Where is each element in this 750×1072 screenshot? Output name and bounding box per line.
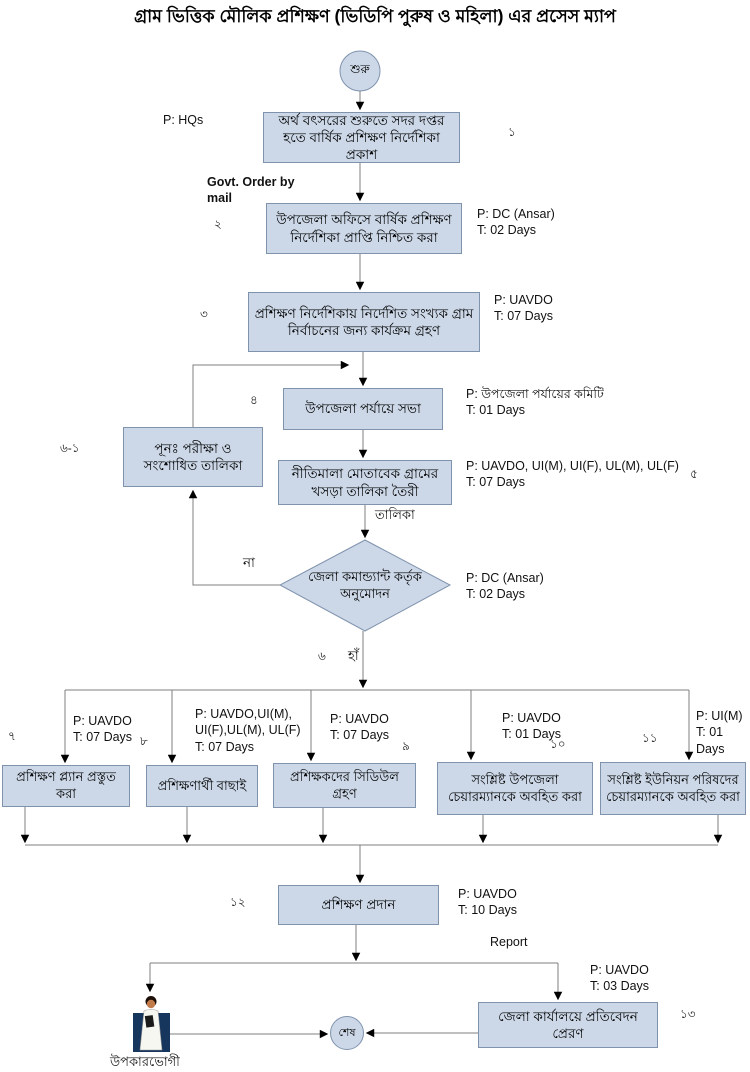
- edge-decision-no-to-s6-1: [188, 489, 280, 586]
- node-s3-village-selection: প্রশিক্ষণ নির্দেশিকায় নির্দেশিত সংখ্যক …: [248, 292, 480, 352]
- node-s2-confirm-receipt: উপজেলা অফিসে বার্ষিক প্রশিক্ষণ নির্দেশিক…: [266, 203, 462, 254]
- annotation-decision-owner-time: P: DC (Ansar) T: 02 Days: [466, 571, 544, 602]
- node-s9-trainer-schedule: প্রশিক্ষকদের সিডিউল গ্রহণ: [273, 763, 416, 808]
- step-number-7: ৭: [8, 729, 16, 743]
- merge-connectors: [20, 807, 723, 884]
- end-terminal-label: শেষ: [338, 1026, 356, 1039]
- annotation-s7-owner-time: P: UAVDO T: 07 Days: [73, 714, 133, 745]
- node-s8-trainee-selection: প্রশিক্ষণার্থী বাছাই: [146, 765, 258, 807]
- feedback-loop-edges: [188, 360, 350, 586]
- end-terminal-shape: [330, 1016, 364, 1050]
- annotation-s1-owner: P: HQs: [163, 113, 204, 127]
- step-number-6: ৬: [318, 649, 326, 663]
- node-s11-inform-union-chairman: সংশ্লিষ্ট ইউনিয়ন পরিষদের চেয়ারম্যানকে …: [600, 762, 746, 815]
- step-number-13: ১৩: [680, 1007, 696, 1021]
- step-number-8: ৮: [140, 734, 148, 748]
- annotation-s3-owner-time: P: UAVDO T: 07 Days: [494, 293, 554, 324]
- edge-label-yes: হাঁ: [348, 648, 359, 663]
- step-number-1: ১: [508, 125, 516, 139]
- beneficiary-person-icon: [133, 996, 170, 1052]
- node-s6-1-revised-list: পূনঃ পরীক্ষা ও সংশোধিত তালিকা: [123, 427, 263, 487]
- beneficiary-caption: উপকারভোগী: [110, 1054, 180, 1069]
- page-title: গ্রাম ভিত্তিক মৌলিক প্রশিক্ষণ (ভিডিপি পু…: [134, 6, 616, 26]
- annotation-s9-owner-time: P: UAVDO T: 07 Days: [330, 712, 390, 743]
- edge-label-govt-order: Govt. Order by mail: [207, 175, 295, 206]
- step-number-3: ৩: [200, 307, 208, 321]
- decision-diamond-shape: [278, 539, 452, 632]
- edge-label-no: না: [243, 555, 255, 570]
- step-number-11: ১১: [642, 731, 658, 745]
- node-s13-send-report: জেলা কার্যালয়ে প্রতিবেদন প্রেরণ: [478, 1002, 658, 1048]
- step-number-2: ২: [214, 217, 222, 231]
- edge-label-talika: তালিকা: [375, 507, 415, 522]
- node-s5-draft-list: নীতিমালা মোতাবেক গ্রামের খসড়া তালিকা তৈ…: [278, 460, 452, 505]
- annotation-s11-owner-time: P: UI(M) T: 01 Days: [696, 709, 743, 756]
- step-number-10: ১০: [550, 737, 566, 751]
- step-number-9: ৯: [402, 739, 410, 753]
- branch-connectors: [60, 689, 694, 764]
- annotation-s13-owner-time: P: UAVDO T: 03 Days: [590, 963, 650, 994]
- edge-label-report: Report: [490, 935, 528, 949]
- annotation-s2-owner-time: P: DC (Ansar) T: 02 Days: [477, 207, 555, 238]
- annotation-s4-owner-time: P: উপজেলা পর্যায়ের কমিটি T: 01 Days: [466, 387, 604, 418]
- node-s1-guideline-publish: অর্থ বৎসরের শুরুতে সদর দপ্তর হতে বার্ষিক…: [263, 112, 460, 163]
- node-s7-training-plan: প্রশিক্ষণ প্ল্যান প্রস্তুত করা: [2, 765, 130, 807]
- main-flow-edges: [355, 91, 370, 689]
- node-s10-inform-upazila-chairman: সংশ্লিষ্ট উপজেলা চেয়ারম্যানকে অবহিত করা: [437, 762, 593, 815]
- step-number-5: ৫: [690, 467, 698, 481]
- start-terminal-label: শুরু: [350, 62, 370, 76]
- annotation-s12-owner-time: P: UAVDO T: 10 Days: [458, 887, 518, 918]
- edge-s6-1-to-main: [192, 360, 350, 427]
- node-s4-upazila-meeting: উপজেলা পর্যায়ে সভা: [283, 388, 443, 430]
- annotation-s8-owner-time: P: UAVDO,UI(M), UI(F),UL(M), UL(F) T: 07…: [195, 707, 301, 754]
- node-s12-conduct-training: প্রশিক্ষণ প্রদান: [278, 885, 439, 925]
- step-number-4: ৪: [250, 393, 258, 407]
- report-edges: [145, 925, 563, 1039]
- annotation-s10-owner-time: P: UAVDO T: 01 Days: [502, 711, 562, 742]
- annotation-s5-owner-time: P: UAVDO, UI(M), UI(F), UL(M), UL(F) T: …: [466, 459, 679, 490]
- node-decision-dc-approval: জেলা কমান্ড্যান্ট কর্তৃক অনুমোদন: [308, 569, 422, 601]
- step-number-6-1: ৬-১: [60, 441, 80, 455]
- step-number-12: ১২: [230, 895, 246, 909]
